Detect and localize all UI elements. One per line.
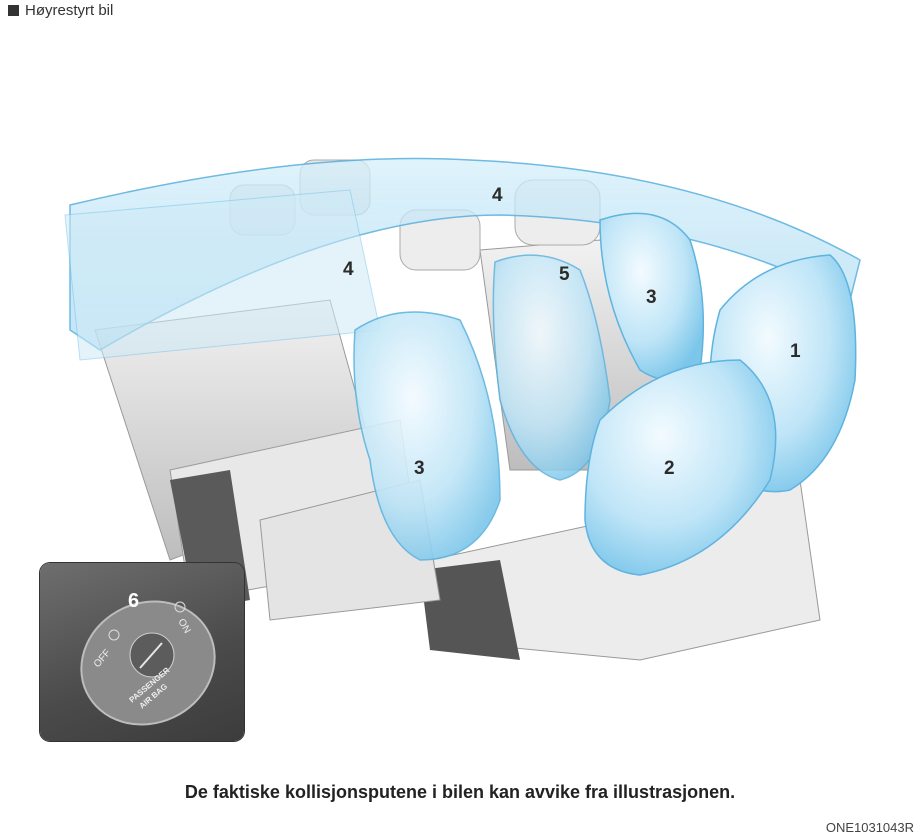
callout-4-front: 4: [492, 185, 503, 206]
passenger-airbag-switch-inset: 6 OFF ON PASSENGER AIR BAG: [40, 563, 244, 741]
callout-2: 2: [664, 458, 675, 479]
image-code: ONE1031043R: [826, 820, 914, 835]
callout-5: 5: [559, 264, 570, 285]
callout-3-passenger: 3: [414, 458, 425, 479]
curtain-airbag-rear: [65, 190, 380, 360]
figure-caption: De faktiske kollisjonsputene i bilen kan…: [0, 782, 920, 803]
callout-3-driver: 3: [646, 287, 657, 308]
callout-4-rear: 4: [343, 259, 354, 280]
callout-6: 6: [128, 590, 139, 612]
callout-1: 1: [790, 341, 801, 362]
